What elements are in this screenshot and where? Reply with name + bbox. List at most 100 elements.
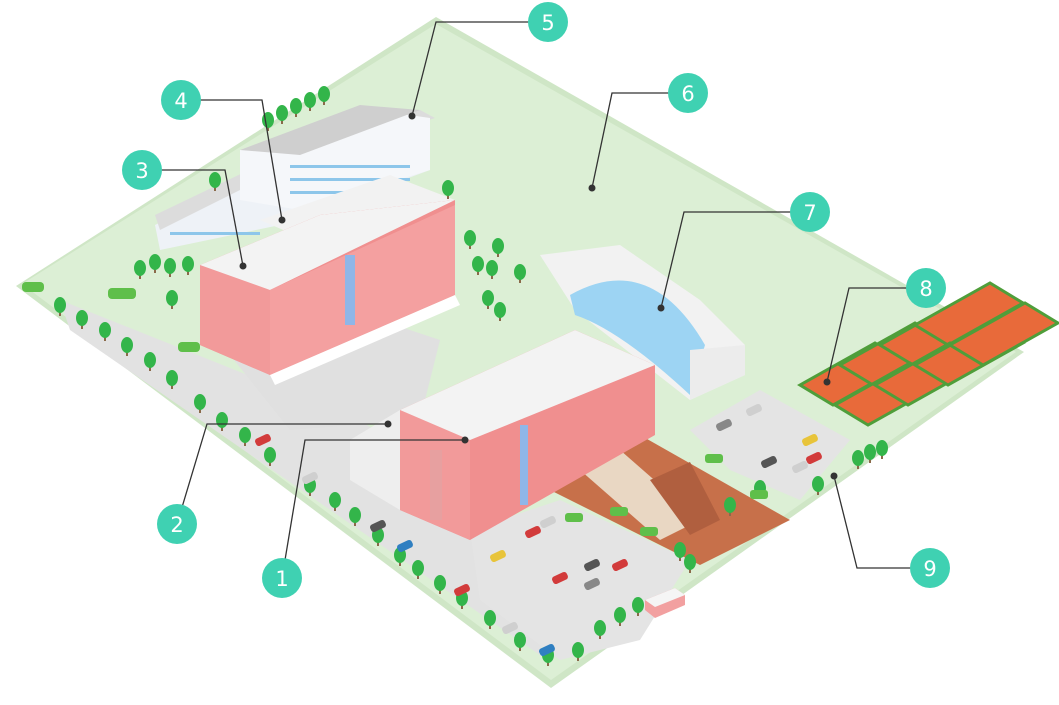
hedges [22,282,768,536]
tree [134,260,146,276]
leader-9 [833,475,930,569]
tree [632,597,644,613]
tree [194,394,206,410]
tree [852,450,864,466]
cars [255,403,822,657]
marker-1-label: 1 [275,567,288,591]
tree [724,497,736,513]
tree [412,560,424,576]
marker-3-label: 3 [135,159,148,183]
car [792,460,808,474]
tree [876,440,888,456]
marker-6-label: 6 [681,82,694,106]
leader-dot-7 [657,304,665,312]
tree [166,370,178,386]
tree [674,542,686,558]
tree [54,297,66,313]
marker-3[interactable]: 3 [122,150,162,190]
car [802,433,818,447]
marker-8[interactable]: 8 [906,268,946,308]
car [502,621,518,635]
tree [144,352,156,368]
marker-2[interactable]: 2 [157,504,197,544]
marker-2-label: 2 [170,513,183,537]
leader-dot-5 [408,112,416,120]
marker-4[interactable]: 4 [161,80,201,120]
car [255,433,271,447]
leader-dot-8 [823,378,831,386]
car [612,558,628,572]
marker-5-label: 5 [541,11,554,35]
leader-2 [176,423,388,525]
tree [329,492,341,508]
tree [76,310,88,326]
tree [514,264,526,280]
tree [216,412,228,428]
marker-9[interactable]: 9 [910,548,950,588]
tree [434,575,446,591]
car [525,525,541,539]
leader-dot-9 [830,472,838,480]
marker-4-label: 4 [174,89,187,113]
tree [442,180,454,196]
leader-8 [826,287,926,383]
tree [276,105,288,121]
car [584,577,600,591]
tree [166,290,178,306]
tree [484,610,496,626]
academic-building-main-shape [350,330,655,540]
tree [304,92,316,108]
car [716,418,732,432]
leader-5 [411,21,548,117]
gymnasium-shape [540,245,745,400]
tree [486,260,498,276]
car [370,519,386,533]
leader-1 [281,439,465,579]
tree [494,302,506,318]
kiosk [645,588,685,618]
leader-6 [591,92,688,189]
car [539,643,555,657]
marker-8-label: 8 [919,277,932,301]
marker-5[interactable]: 5 [528,2,568,42]
tree [318,86,330,102]
marker-7[interactable]: 7 [790,192,830,232]
car [761,455,777,469]
marker-6[interactable]: 6 [668,73,708,113]
car [584,558,600,572]
tree [472,256,484,272]
tree [290,98,302,114]
tree [594,620,606,636]
tree [812,476,824,492]
tree [99,322,111,338]
leader-4 [181,99,283,221]
tree [514,632,526,648]
leader-lines [142,21,930,579]
academic-building-north-shape [200,200,460,385]
leader-dot-2 [384,420,392,428]
marker-9-label: 9 [923,557,936,581]
tree [209,172,221,188]
car [806,451,822,465]
leader-7 [660,211,810,309]
leader-3 [142,169,244,267]
marker-1[interactable]: 1 [262,558,302,598]
car [454,583,470,597]
car [490,549,506,563]
tree [614,607,626,623]
tree [121,337,133,353]
tree [164,258,176,274]
tree [149,254,161,270]
tree [482,290,494,306]
tree [182,256,194,272]
tree [239,427,251,443]
tree [684,554,696,570]
marker-7-label: 7 [803,201,816,225]
car [746,403,762,417]
car [397,539,413,553]
leader-dot-3 [239,262,247,270]
leader-dot-1 [461,436,469,444]
plaza [550,435,790,565]
tennis-courts-shape [797,281,1059,427]
tree [464,230,476,246]
